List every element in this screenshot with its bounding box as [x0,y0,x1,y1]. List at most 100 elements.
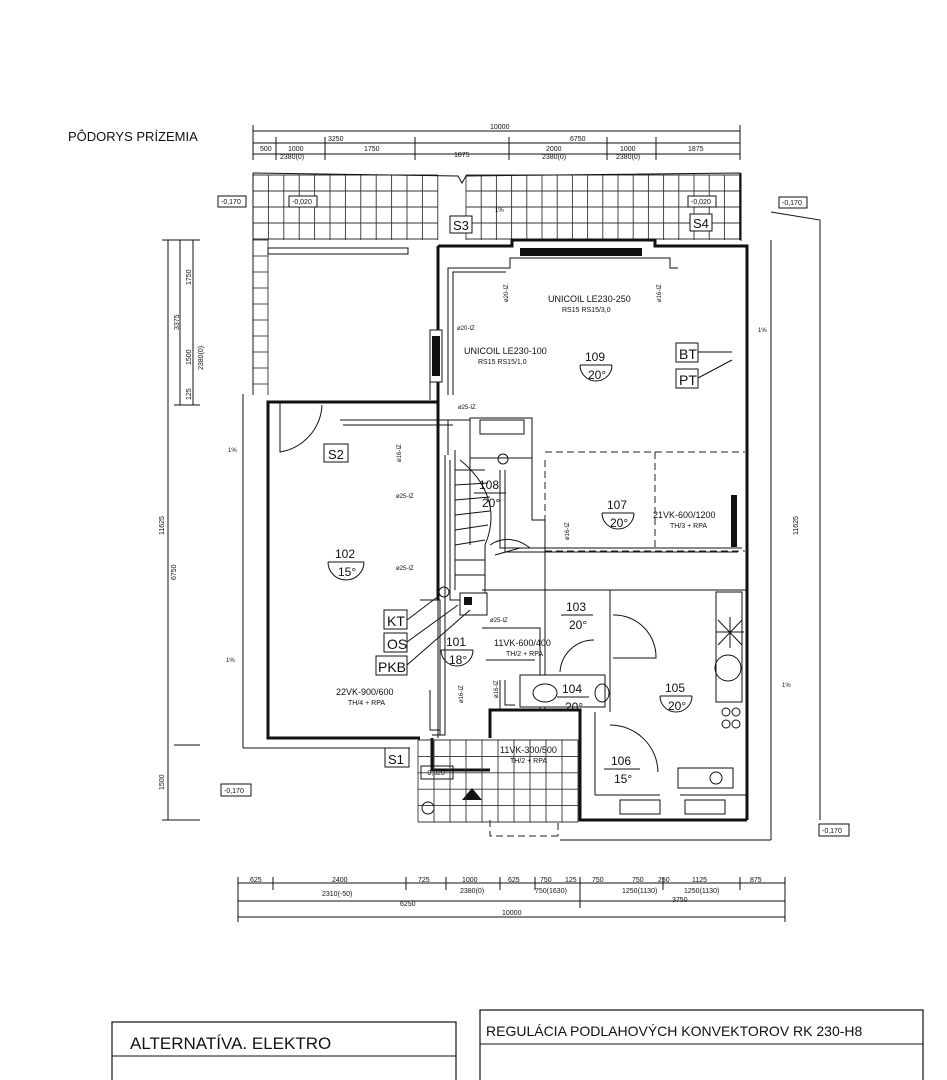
bdim-625a: 625 [250,877,262,884]
pipe-label-1: ø20-IZ [504,284,510,302]
legend-left-title: ALTERNATÍVA. ELEKTRO [130,1034,331,1053]
pipe-label-5: ø16-IZ [397,444,403,462]
dim-top-2000: 2000 [546,146,562,153]
ldim-125: 125 [186,388,193,400]
slope-5: 1% [782,683,791,689]
tag-os: OS [387,636,407,652]
dim-top-1875b: 1875 [688,146,704,153]
room-104-temp: 20° [565,700,583,714]
bdim-750a: 750 [540,877,552,884]
top-dimensions [252,125,741,160]
pipe-label-2: ø16-IZ [657,284,663,302]
bottom-dim-labels: 625 2400 725 1000 625 750 125 750 750 25… [250,877,762,917]
room-108-temp: 20° [482,496,500,510]
bottom-dimensions [237,877,786,922]
left-dim-labels: 1750 3375 1500 2380(0) 125 11625 6750 15… [159,269,205,790]
pipe-label-8: ø25-IZ [396,566,414,572]
bdim-10000: 10000 [502,910,522,917]
bdim-1125: 1125 [692,877,707,884]
dim-top-1750: 1750 [364,146,380,153]
terrace-s3: S3 [453,218,469,233]
pipe-label-9: ø25-IZ [490,618,508,624]
room-103-temp: 20° [569,618,587,632]
room-106-number: 106 [611,754,631,768]
dim-top-3250: 3250 [328,136,344,143]
unit-11vk-600: 11VK-600/400 [494,638,551,648]
ldim-3375: 3375 [174,314,181,330]
unit-unicoil-100: UNICOIL LE230-100 [464,346,547,356]
plan-title: PÔDORYS PRÍZEMIA [68,129,198,144]
pipe-label-7: ø16-IZ [565,522,571,540]
staircase [454,417,546,590]
control-tags: BT PT KT OS PKB [375,342,733,676]
equipment-labels: UNICOIL LE230-250 RS15 RS15/3,0 UNICOIL … [336,294,716,765]
dim-top-2380a: 2380(0) [280,154,304,161]
entrance-grid [417,739,579,823]
dashed-zones [489,451,745,837]
slope-markers: 1% 1% 1% 1% 1% [226,208,791,689]
terrace-s4: S4 [693,216,709,231]
dim-top-1875a: 1875 [454,152,470,159]
level-br: -0,170 [822,828,842,835]
pipe-label-4: ø25-IZ [458,405,476,411]
level-tl: -0,170 [221,199,241,206]
pipe-labels: ø20-IZ ø16-IZ ø20-IZ ø25-IZ ø16-IZ ø25-I… [396,284,663,703]
ldim-1500: 1500 [186,349,193,365]
dim-top-2380b: 2380(0) [542,154,566,161]
terrace-s2: S2 [328,447,344,462]
dim-top-500: 500 [260,146,272,153]
bdim-875: 875 [750,877,762,884]
unit-unicoil-250: UNICOIL LE230-250 [548,294,631,304]
room-104-number: 104 [562,682,582,696]
dim-top-1000a: 1000 [288,146,304,153]
terrace-outline-top [252,172,742,395]
level-entrance: -0,020 [425,770,445,777]
room-105-temp: 20° [668,699,686,713]
room-labels: 109 20° 108 20° 107 20° 102 15° 103 20° [327,350,693,786]
bdim-725: 725 [418,877,430,884]
ldim-1500b: 1500 [159,774,166,790]
room-101-number: 101 [446,635,466,649]
unit-11vk-300-sub: TH/2 + RPA [510,758,547,765]
tag-pkb: PKB [378,659,406,675]
room-109-number: 109 [585,350,605,364]
room-106-temp: 15° [614,772,632,786]
level-terrace-right: -0,020 [691,199,711,206]
room-108-number: 108 [479,478,499,492]
bdim-2310: 2310(-50) [322,891,352,898]
unit-11vk-300: 11VK-300/500 [500,745,557,755]
slope-2: 1% [228,448,237,454]
pipe-label-11: ø16-IZ [459,685,465,703]
legend: ALTERNATÍVA. ELEKTRO REGULÁCIA PODLAHOVÝ… [111,1009,924,1080]
legend-right-title: REGULÁCIA PODLAHOVÝCH KONVEKTOROV RK 230… [486,1023,863,1039]
room-107-temp: 20° [610,516,628,530]
ldim-11625: 11625 [159,516,166,535]
rdim-11625: 11625 [793,516,800,535]
bdim-625b: 625 [508,877,520,884]
unit-unicoil-100-sub: RS15 RS15/1,0 [478,359,527,366]
tag-bt: BT [679,346,697,362]
bdim-1000: 1000 [462,877,478,884]
convector-units [267,247,744,815]
dim-top-6750: 6750 [570,136,586,143]
bdim-2380: 2380(0) [460,888,484,895]
ldim-6750: 6750 [171,564,178,580]
pipe-label-10: ø16-IZ [494,680,500,698]
bdim-750-1630: 750(1630) [535,888,567,895]
bdim-750c: 750 [632,877,644,884]
bdim-1250-1130a: 1250(1130) [622,888,657,895]
dim-top-1000b: 1000 [620,146,636,153]
right-dimensions: 11625 [770,211,821,820]
bdim-125: 125 [565,877,577,884]
room-102-number: 102 [335,547,355,561]
bdim-250: 250 [658,877,670,884]
tag-kt: KT [387,613,405,629]
dim-top-2380c: 2380(0) [616,154,640,161]
slope-1: 1% [495,208,504,214]
unit-22vk-sub: TH/4 + RPA [348,700,385,707]
terrace-labels: S3 S4 S2 S1 [323,213,713,768]
unit-21vk: 21VK-600/1200 [653,510,716,520]
bdim-750b: 750 [592,877,604,884]
left-dimensions [162,239,200,821]
